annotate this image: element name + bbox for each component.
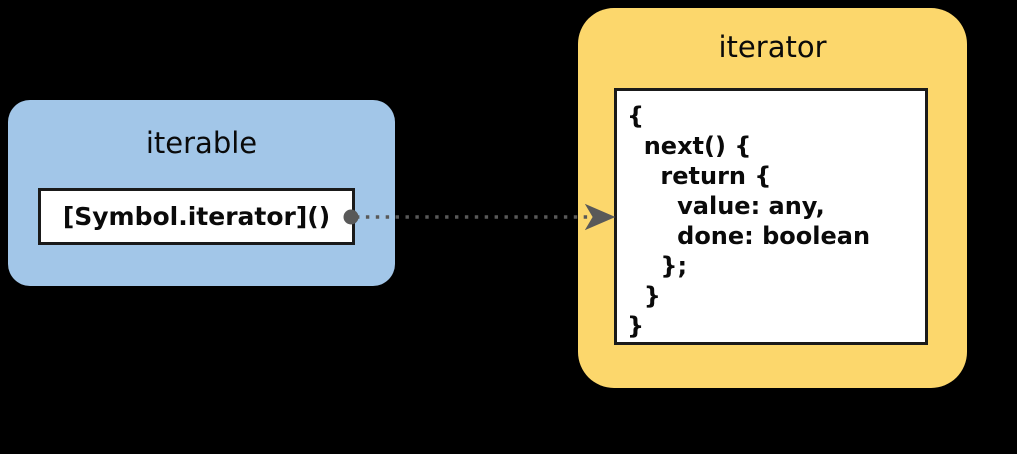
iterator-node[interactable]: iterator { next() { return { value: any,… xyxy=(578,8,967,388)
code-line-2: return { xyxy=(627,162,772,190)
code-line-3: value: any, xyxy=(627,192,825,220)
code-line-5: }; xyxy=(627,252,688,280)
symbol-iterator-method-box[interactable]: [Symbol.iterator]() xyxy=(38,188,355,245)
iterator-node-title: iterator xyxy=(718,30,827,64)
code-line-6: } xyxy=(627,282,661,310)
iterable-node-title: iterable xyxy=(145,126,258,160)
code-line-4: done: boolean xyxy=(627,222,871,250)
symbol-iterator-method-label: [Symbol.iterator]() xyxy=(62,201,331,231)
code-line-7: } xyxy=(627,312,645,340)
iterable-node[interactable]: iterable [Symbol.iterator]() xyxy=(8,100,395,286)
iterator-code-listing: { next() { return { value: any, done: bo… xyxy=(627,101,925,341)
code-line-0: { xyxy=(627,102,645,130)
code-line-1: next() { xyxy=(627,132,752,160)
iterator-code-box[interactable]: { next() { return { value: any, done: bo… xyxy=(614,88,928,345)
